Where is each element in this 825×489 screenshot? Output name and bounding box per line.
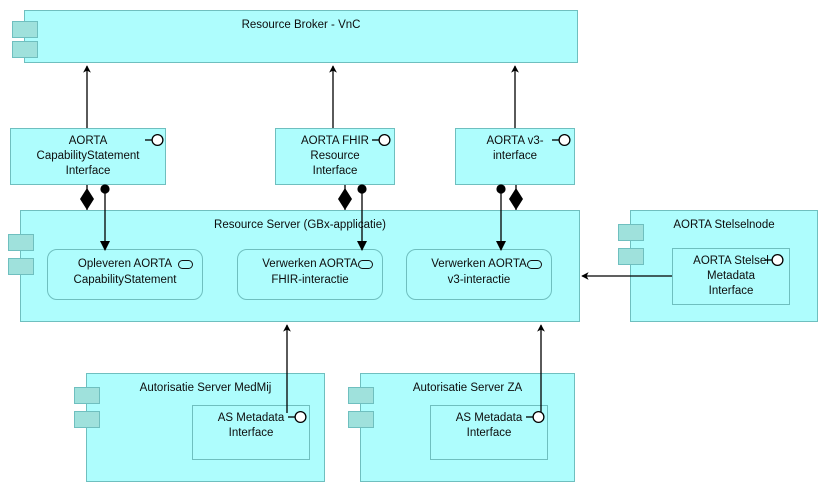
function-label-line1: Verwerken AORTA: [262, 258, 358, 270]
component-title: Resource Broker - VnC: [241, 19, 361, 31]
function-label-line2: FHIR-interactie: [271, 274, 349, 286]
component-socket-tab-icon: [348, 387, 374, 404]
component-resource-broker[interactable]: Resource Broker - VnC: [12, 10, 578, 63]
composition-diamond-icon: [509, 188, 523, 210]
interface-label-line2: CapabilityStatement: [36, 150, 140, 162]
connector-composition-fhir: [338, 185, 352, 210]
interface-label-line2: Resource: [310, 150, 360, 162]
interface-as-metadata-medmij[interactable]: AS Metadata Interface: [192, 405, 310, 460]
component-socket-tab-icon: [8, 258, 34, 275]
connector-ball-icon: [357, 184, 367, 194]
composition-diamond-icon: [338, 188, 352, 210]
interface-label-line3: Interface: [65, 165, 111, 177]
interface-aorta-fhir-resource[interactable]: AORTA FHIR Resource Interface: [275, 128, 395, 185]
interface-label-line2: Interface: [466, 427, 512, 439]
function-label-line1: Opleveren AORTA: [77, 258, 173, 270]
composition-diamond-icon: [80, 188, 94, 210]
function-rounded-rect-icon: [527, 260, 542, 269]
function-rounded-rect-icon: [178, 260, 193, 269]
component-socket-tab-icon: [74, 411, 100, 428]
function-label-line1: Verwerken AORTA: [431, 258, 527, 270]
connector-composition-capabilitystatement: [80, 185, 94, 210]
function-opleveren-aorta-capabilitystatement[interactable]: Opleveren AORTA CapabilityStatement: [47, 249, 203, 300]
interface-label-line3: Interface: [312, 165, 358, 177]
interface-label-line2: interface: [492, 150, 538, 162]
function-label-line2: v3-interactie: [447, 274, 511, 286]
component-socket-tab-icon: [12, 41, 38, 58]
connector-ball-icon: [496, 184, 506, 194]
function-verwerken-aorta-fhir-interactie[interactable]: Verwerken AORTA FHIR-interactie: [237, 249, 383, 300]
interface-as-metadata-za[interactable]: AS Metadata Interface: [430, 405, 548, 460]
connector-composition-v3: [509, 185, 523, 210]
component-title: Autorisatie Server MedMij: [139, 382, 272, 394]
component-socket-tab-icon: [618, 248, 644, 265]
component-socket-tab-icon: [74, 387, 100, 404]
component-title: Autorisatie Server ZA: [412, 382, 523, 394]
interface-aorta-capabilitystatement[interactable]: AORTA CapabilityStatement Interface: [10, 128, 166, 185]
interface-label-line2: Interface: [228, 427, 274, 439]
function-label-line2: CapabilityStatement: [73, 274, 177, 286]
connector-ball-icon: [100, 184, 110, 194]
interface-label-line1: AORTA v3-: [486, 135, 544, 147]
component-socket-tab-icon: [8, 234, 34, 251]
interface-label-line1: AORTA FHIR: [301, 135, 369, 147]
interface-label-line1: AS Metadata: [455, 412, 523, 424]
interface-label-line1: AORTA Stelsel: [693, 255, 769, 267]
interface-label-line1: AORTA: [68, 135, 108, 147]
interface-label-line2: Metadata: [707, 270, 755, 282]
component-title: Resource Server (GBx-applicatie): [214, 219, 386, 231]
component-socket-tab-icon: [12, 21, 38, 38]
function-rounded-rect-icon: [358, 260, 373, 269]
function-verwerken-aorta-v3-interactie[interactable]: Verwerken AORTA v3-interactie: [406, 249, 552, 300]
interface-aorta-stelsel-metadata[interactable]: AORTA Stelsel Metadata Interface: [672, 248, 790, 305]
component-socket-tab-icon: [618, 224, 644, 241]
interface-aorta-v3[interactable]: AORTA v3- interface: [455, 128, 575, 185]
component-socket-tab-icon: [348, 411, 374, 428]
interface-label-line1: AS Metadata: [217, 412, 285, 424]
interface-label-line3: Interface: [708, 285, 754, 297]
component-title: AORTA Stelselnode: [673, 219, 775, 231]
